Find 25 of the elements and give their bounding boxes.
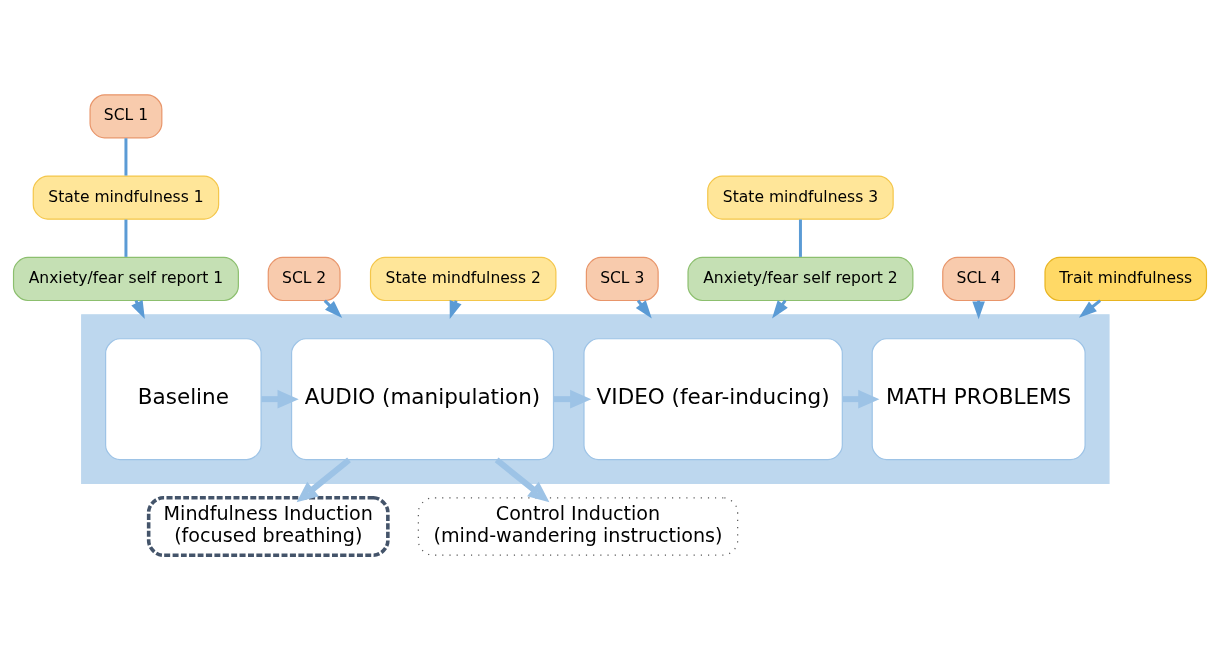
node-box: SCL 3 [585,256,659,302]
node-box: Trait mindfulness [1044,256,1208,302]
connector [798,219,802,257]
arrow [553,389,592,409]
node-box: AUDIO (manipulation) [290,338,555,461]
arrow [261,389,299,409]
node-box: VIDEO (fear-inducing) [583,338,843,461]
node-box: Mindfulness Induction (focused breathing) [146,496,390,557]
node-box: State mindfulness 1 [32,175,220,220]
arrow [1078,299,1102,318]
cluster [81,314,1110,485]
connector [124,138,128,176]
arrow [296,457,351,503]
node-box: SCL 2 [267,256,341,302]
node-box: SCL 1 [89,94,163,139]
node-box: Baseline [105,338,262,461]
node-box: Anxiety/fear self report 2 [687,256,914,302]
arrow [842,389,880,409]
arrow [494,457,550,503]
arrow [323,299,343,318]
connector [124,219,128,257]
node-box: Control Induction (mind-wandering instructions) [417,497,739,556]
node-box: MATH PROBLEMS [871,338,1086,461]
node-box: Anxiety/fear self report 1 [12,256,239,302]
node-box: State mindfulness 3 [707,175,894,220]
